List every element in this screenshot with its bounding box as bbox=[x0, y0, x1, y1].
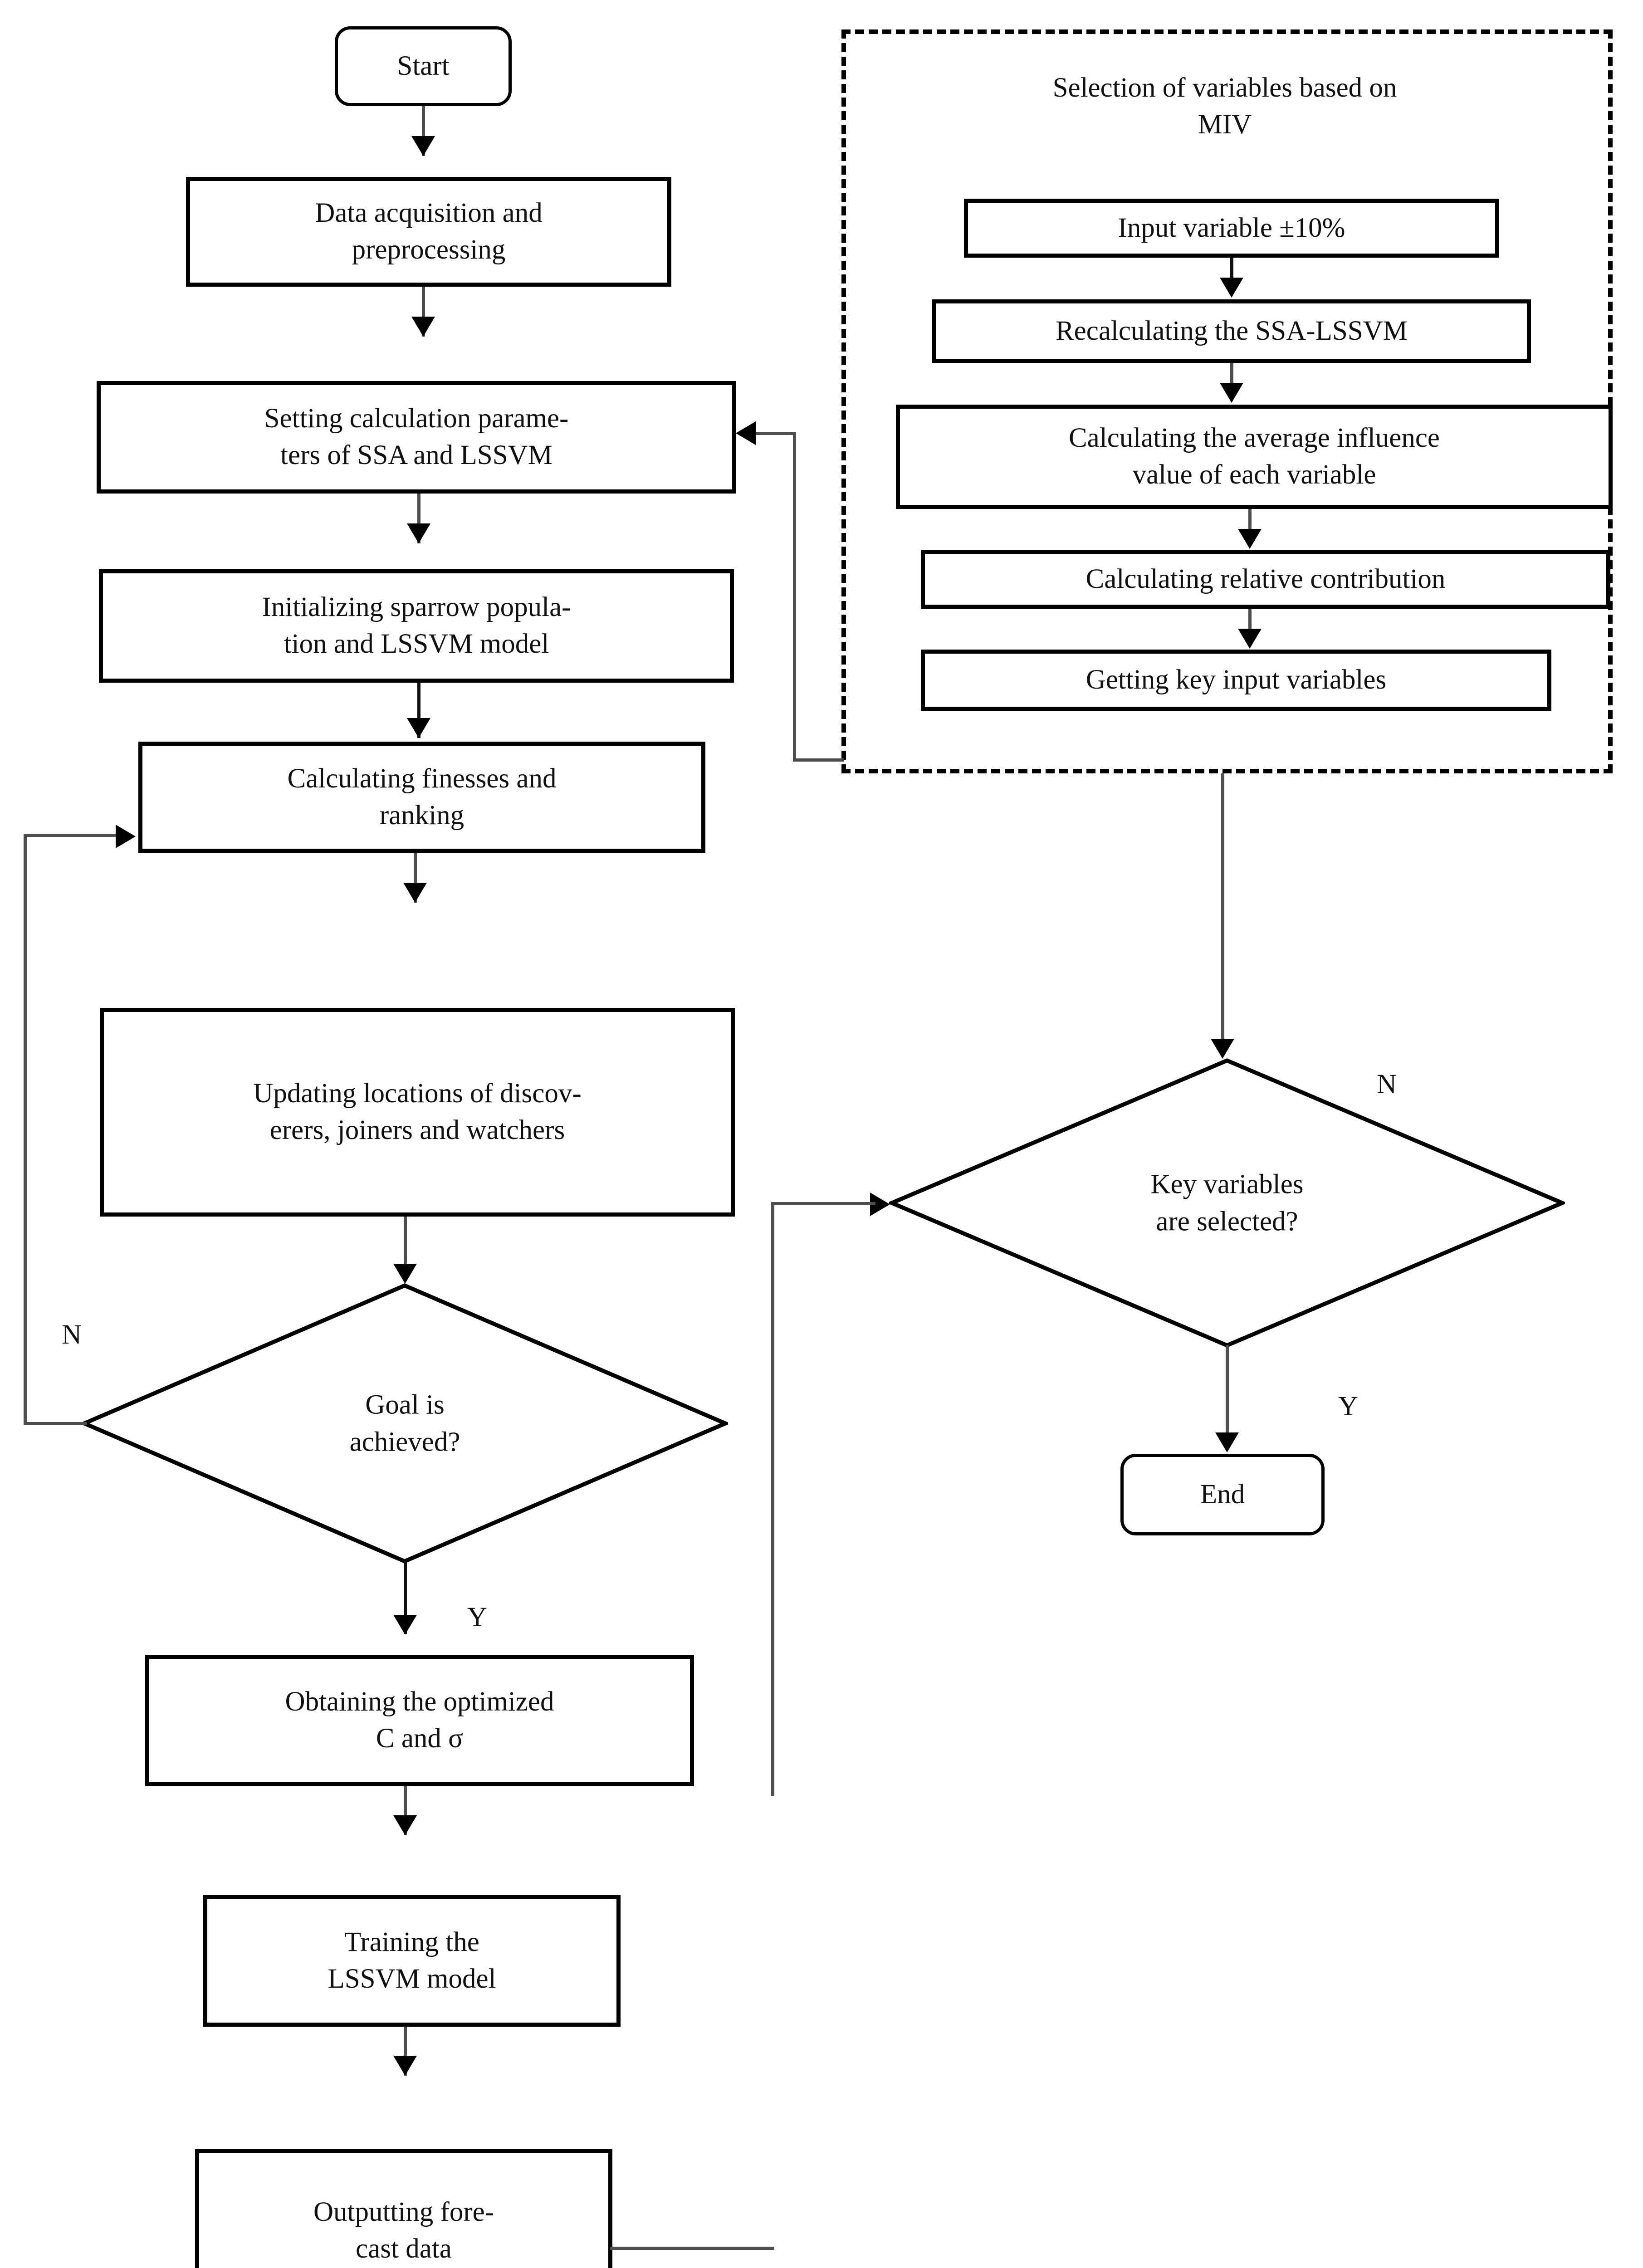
connector-output-to-key-h-top bbox=[771, 1202, 875, 1205]
arrowhead-obtaining-to-training bbox=[393, 1815, 417, 1835]
connector-start-to-data bbox=[422, 106, 425, 156]
arrowhead-updating-to-goal bbox=[393, 1264, 417, 1284]
arrowhead-init-to-fitness bbox=[407, 718, 430, 738]
miv-group-container bbox=[841, 29, 1613, 773]
arrowhead-start-to-data bbox=[411, 136, 435, 156]
connector-goal-no-h-top bbox=[24, 834, 119, 837]
connector-input-to-recalc bbox=[1230, 258, 1233, 286]
decision-goal-achieved: Goal is achieved? bbox=[82, 1283, 728, 1564]
arrowhead-miv-to-key-decision bbox=[1211, 1039, 1234, 1059]
arrowhead-contrib-to-key bbox=[1238, 629, 1262, 649]
arrowhead-fitness-to-updating bbox=[403, 883, 427, 903]
node-obtaining-optimized: Obtaining the optimized C and σ bbox=[145, 1655, 694, 1786]
branch-label-goal-no: N bbox=[62, 1320, 82, 1350]
connector-recalc-to-avg bbox=[1230, 363, 1233, 391]
arrowhead-recalc-to-avg bbox=[1220, 383, 1243, 403]
connector-miv-feedback-h-bottom bbox=[793, 758, 844, 762]
connector-miv-to-key-decision bbox=[1221, 773, 1224, 1055]
arrowhead-setting-to-init bbox=[407, 523, 430, 543]
connector-output-to-key-v bbox=[771, 1202, 774, 1796]
connector-goal-yes-to-obtaining bbox=[404, 1561, 407, 1634]
connector-data-to-setting bbox=[422, 287, 425, 337]
node-recalculating: Recalculating the SSA-LSSVM bbox=[932, 299, 1531, 363]
decision-key-variables-selected: Key variables are selected? bbox=[889, 1058, 1565, 1348]
connector-miv-feedback-h-top bbox=[754, 432, 796, 435]
node-start: Start bbox=[335, 26, 512, 106]
arrowhead-goal-yes bbox=[393, 1615, 417, 1635]
node-end: End bbox=[1120, 1454, 1325, 1535]
connector-training-to-outputting bbox=[404, 2027, 407, 2076]
node-input-variable: Input variable ±10% bbox=[964, 199, 1499, 258]
arrowhead-key-to-end bbox=[1215, 1432, 1239, 1452]
node-average-influence: Calculating the average influence value … bbox=[896, 405, 1613, 509]
connector-setting-to-init bbox=[417, 494, 421, 543]
node-outputting-forecast: Outputting fore- cast data bbox=[195, 2149, 612, 2268]
node-initializing: Initializing sparrow popula- tion and LS… bbox=[99, 569, 734, 683]
node-relative-contribution: Calculating relative contribution bbox=[921, 550, 1610, 609]
connector-updating-to-goal bbox=[404, 1217, 407, 1280]
arrowhead-miv-feedback bbox=[736, 421, 756, 445]
connector-fitness-to-updating bbox=[414, 853, 417, 903]
connector-obtaining-to-training bbox=[404, 1786, 407, 1835]
node-setting-params: Setting calculation parame- ters of SSA … bbox=[97, 381, 736, 494]
arrowhead-avg-to-contrib bbox=[1238, 529, 1262, 549]
connector-miv-feedback-v bbox=[793, 432, 796, 761]
miv-group-title: Selection of variables based on MIV bbox=[1052, 73, 1397, 140]
connector-avg-to-contrib bbox=[1248, 509, 1252, 537]
connector-contrib-to-key bbox=[1248, 609, 1252, 637]
branch-label-key-no: N bbox=[1377, 1069, 1397, 1100]
node-updating-locations: Updating locations of discov- erers, joi… bbox=[100, 1008, 735, 1217]
node-data-acquisition: Data acquisition and preprocessing bbox=[186, 177, 671, 287]
node-calculating-fitness: Calculating finesses and ranking bbox=[138, 742, 705, 853]
connector-output-to-key-h-bottom bbox=[610, 2247, 774, 2250]
connector-goal-no-h-bottom bbox=[24, 1422, 87, 1425]
node-training-model: Training the LSSVM model bbox=[203, 1895, 621, 2027]
connector-init-to-fitness bbox=[417, 683, 421, 738]
branch-label-key-yes: Y bbox=[1338, 1391, 1359, 1422]
branch-label-goal-yes: Y bbox=[467, 1602, 488, 1633]
node-key-input-variables: Getting key input variables bbox=[921, 650, 1551, 711]
arrowhead-input-to-recalc bbox=[1220, 278, 1243, 298]
connector-goal-no-v bbox=[24, 834, 27, 1425]
connector-key-to-end bbox=[1226, 1345, 1229, 1450]
arrowhead-goal-no bbox=[116, 825, 136, 848]
arrowhead-data-to-setting bbox=[411, 317, 435, 337]
arrowhead-training-to-outputting bbox=[393, 2056, 417, 2076]
